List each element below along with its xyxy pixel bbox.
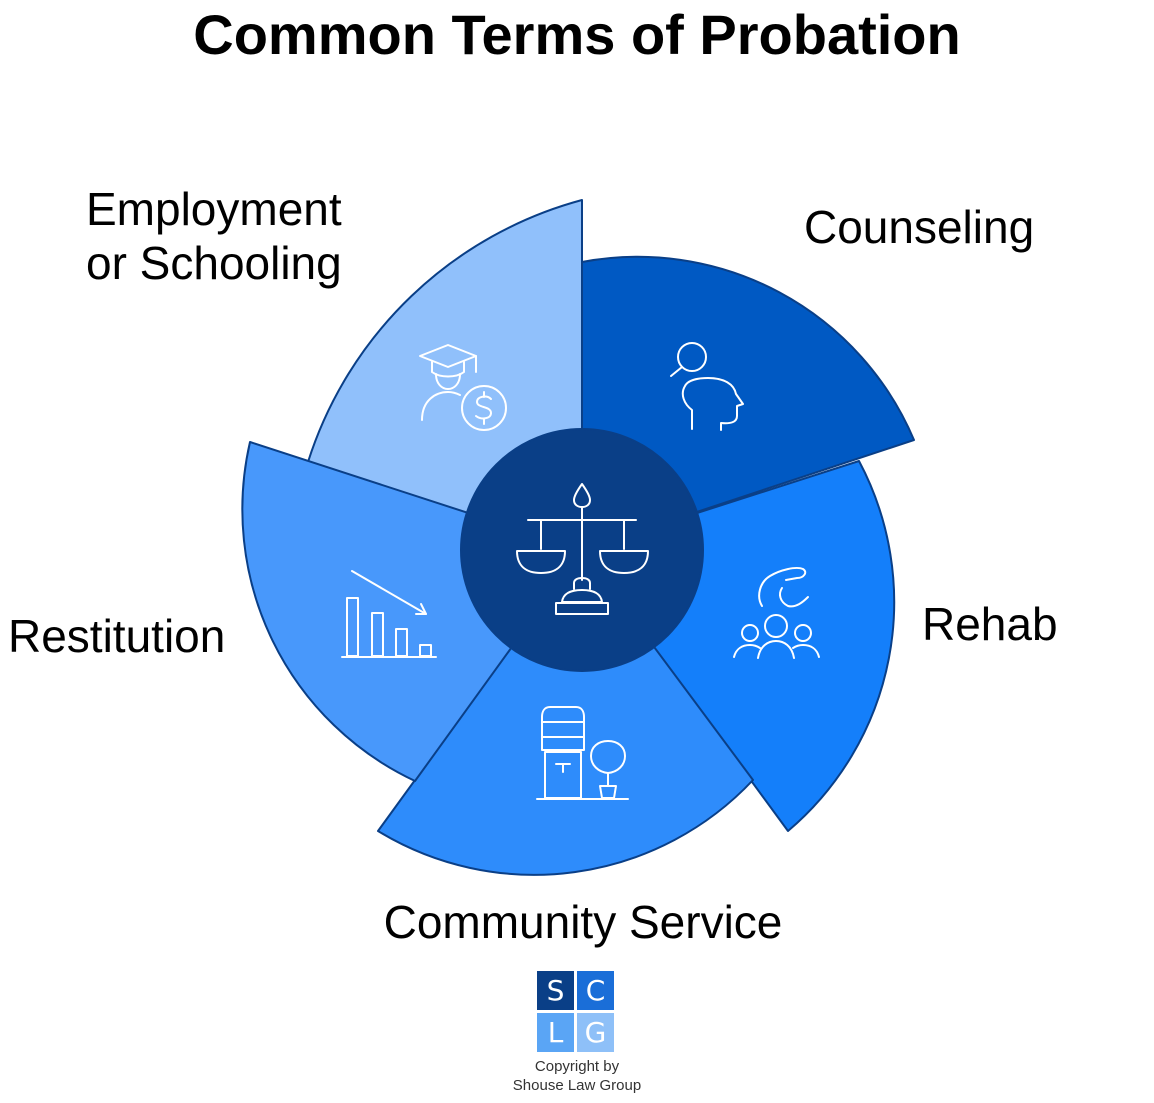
copyright-notice: Copyright by Shouse Law Group [0, 1057, 1154, 1095]
copyright-line1: Copyright by [534, 1058, 620, 1075]
label-employment-line1: Employment [86, 183, 342, 235]
sclg-logo: S C L G [537, 971, 615, 1053]
head-magnifier-icon [670, 342, 744, 431]
copyright-line2: Shouse Law Group [512, 1077, 642, 1094]
label-counseling: Counseling [804, 201, 1035, 253]
label-community-service: Community Service [383, 896, 783, 948]
segment-community [377, 549, 754, 876]
logo-s: S [537, 971, 574, 1010]
page-title: Common Terms of Probation [193, 3, 961, 66]
logo-g: G [577, 1013, 614, 1052]
graduate-money-icon [419, 344, 507, 431]
support-group-icon [733, 566, 820, 659]
label-rehab: Rehab [922, 598, 1058, 650]
logo-l: L [537, 1013, 574, 1052]
water-cooler-plant-icon [536, 706, 629, 800]
label-employment-line2: or Schooling [86, 237, 342, 289]
declining-bar-chart-icon [341, 570, 437, 658]
scales-of-justice-icon [516, 483, 649, 615]
logo-c: C [577, 971, 614, 1010]
label-restitution: Restitution [8, 610, 226, 662]
label-employment: Employment or Schooling [86, 182, 342, 290]
